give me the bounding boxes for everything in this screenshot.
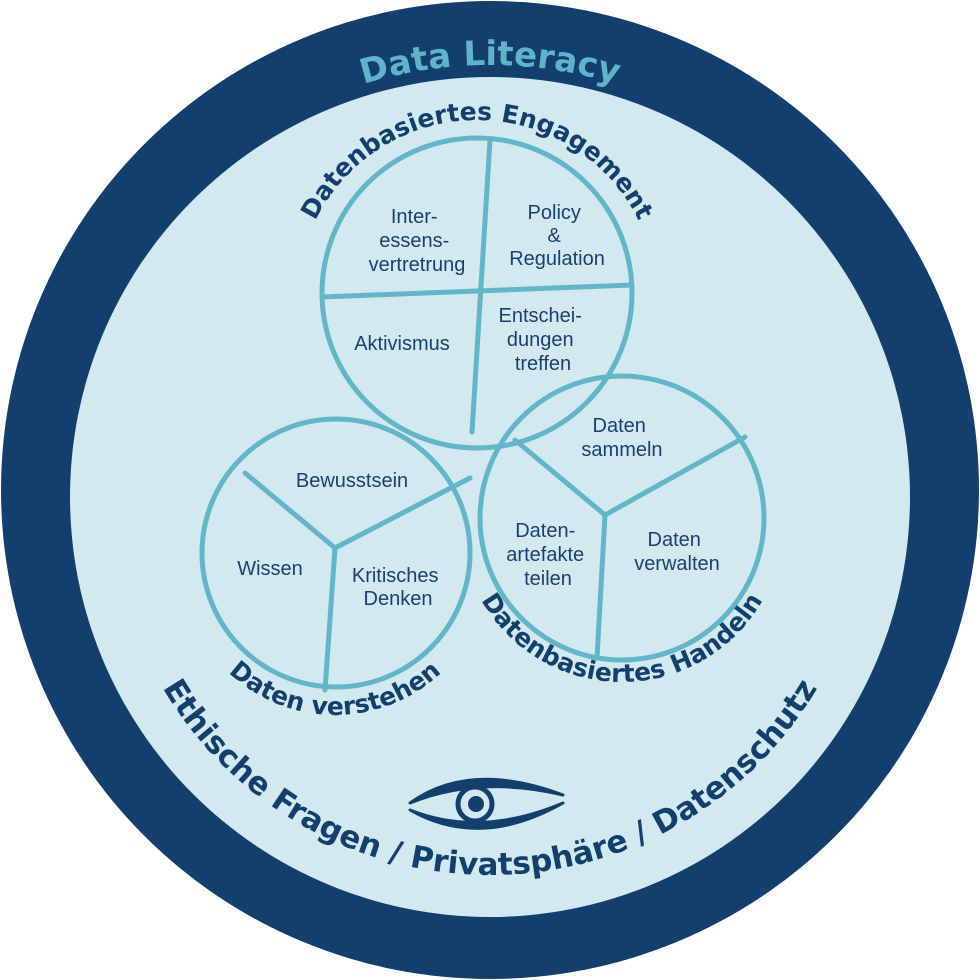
segment-daten-verwalten: Daten verwalten xyxy=(634,529,720,575)
segment-daten-sammeln: Daten sammeln xyxy=(581,415,662,461)
segment-bewusstsein: Bewusstsein xyxy=(296,470,408,492)
segment-datenartefakte-teilen: Daten- artefakte teilen xyxy=(506,520,589,590)
divider xyxy=(332,475,473,551)
segment-wissen: Wissen xyxy=(237,558,303,580)
divider xyxy=(602,434,748,518)
inner-area xyxy=(70,77,910,917)
divider xyxy=(512,437,608,518)
eye-icon xyxy=(408,777,565,830)
segment-policy-regulation: Policy & Regulation xyxy=(509,202,605,270)
divider xyxy=(319,282,635,300)
segment-aktivismus: Aktivismus xyxy=(354,333,450,355)
divider xyxy=(469,137,493,435)
divider xyxy=(594,512,608,661)
divider xyxy=(242,470,338,551)
segment-interessensvertretung: Inter- essens- vertretrung xyxy=(369,206,466,276)
divider xyxy=(322,545,338,693)
segment-entscheidungen: Entschei- dungen treffen xyxy=(499,305,588,375)
segment-kritisches-denken: Kritisches Denken xyxy=(352,565,444,610)
